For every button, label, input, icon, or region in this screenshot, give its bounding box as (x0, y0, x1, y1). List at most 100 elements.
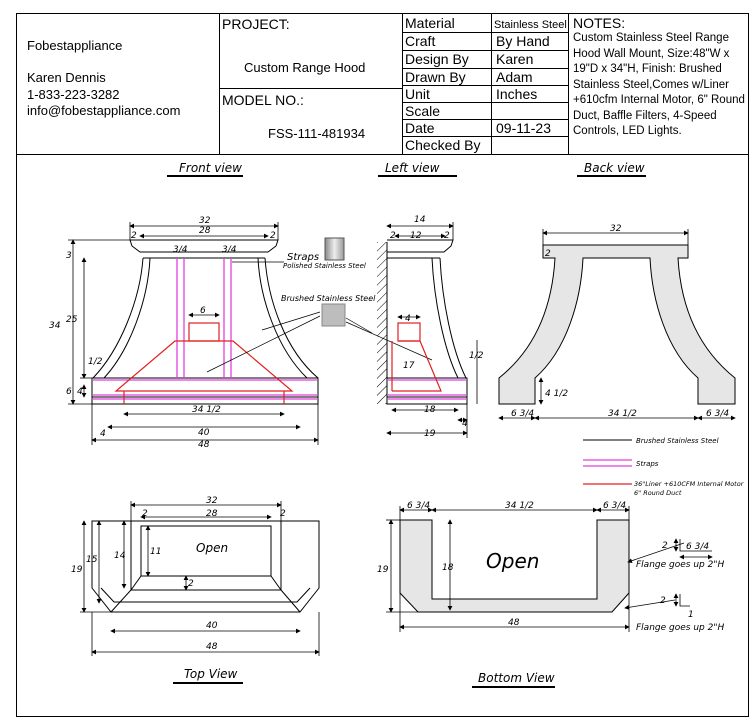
front-dim-34: 34 (49, 321, 61, 331)
left-dim-4: 4 (405, 314, 411, 324)
left-dim-2-left: 2 (390, 231, 396, 241)
flange-dim-634: 6 3/4 (686, 542, 709, 552)
straps-label: Straps (287, 252, 319, 263)
company-name: Fobestappliance (27, 38, 123, 53)
notes-text: Custom Stainless Steel Range Hood Wall M… (573, 32, 745, 137)
title-block-grid (16, 13, 749, 155)
bottom-open-label: Open (486, 549, 539, 573)
design-value: Karen (496, 51, 534, 67)
scale-label: Scale (405, 103, 441, 119)
back-dim-634-right: 6 3/4 (706, 409, 729, 419)
date-label: Date (405, 120, 435, 136)
bottom-view-title: Bottom View (478, 671, 555, 685)
flange-dim-1: 1 (688, 610, 694, 620)
top-dim-32: 32 (206, 496, 218, 506)
front-dim-28: 28 (199, 226, 211, 236)
left-dim-19: 19 (424, 429, 436, 439)
bottom-dim-19: 19 (377, 565, 389, 575)
back-dim-4half: 4 1/2 (545, 389, 568, 399)
left-view: 14 12 2 2 4 17 1/2 18 4 19 (377, 215, 484, 439)
front-dim-25: 25 (66, 315, 78, 325)
back-dim-32: 32 (610, 224, 622, 234)
straps-callout: Straps Polished Stainless Steel Brushed … (206, 237, 433, 373)
brushed-steel-label: Brushed Stainless Steel (281, 294, 376, 303)
brushed-steel-swatch (321, 303, 346, 327)
left-view-title: Left view (385, 161, 440, 175)
bottom-dim-634-left: 6 3/4 (407, 501, 430, 511)
project-value: Custom Range Hood (244, 60, 366, 75)
design-label: Design By (405, 51, 469, 67)
front-view: 32 28 2 2 3/4 3/4 3 34 25 6 1/2 6 4 34 1… (49, 216, 319, 450)
top-dim-2-right: 2 (280, 509, 286, 519)
checked-label: Checked By (405, 137, 481, 153)
flange-label-2: Flange goes up 2"H (636, 623, 724, 633)
left-dim-2-right: 2 (444, 231, 450, 241)
left-dim-4-bottom: 4 (462, 419, 468, 429)
front-dim-strap-left: 3/4 (173, 245, 188, 255)
date-value: 09-11-23 (496, 120, 552, 136)
contact-phone: 1-833-223-3282 (27, 87, 120, 102)
front-dim-32: 32 (199, 216, 211, 226)
drawn-label: Drawn By (405, 69, 466, 85)
bottom-view: 6 3/4 34 1/2 6 3/4 18 19 48 Open 6 3/4 2… (377, 501, 724, 633)
craft-label: Craft (405, 33, 436, 49)
front-dim-6: 6 (66, 387, 72, 397)
left-dim-18: 18 (424, 405, 436, 415)
bottom-dim-18: 18 (442, 563, 454, 573)
front-dim-40: 40 (198, 428, 210, 438)
front-dim-w4: 4 (100, 429, 106, 439)
top-dim-40: 40 (206, 621, 218, 631)
material-label: Material (405, 15, 455, 31)
top-dim-19: 19 (71, 565, 83, 575)
legend-duct: 6" Round Duct (634, 489, 682, 497)
front-dim-3: 3 (66, 251, 72, 261)
notes-label: NOTES: (573, 15, 626, 31)
top-dim-28: 28 (206, 509, 218, 519)
left-dim-12: 12 (410, 231, 422, 241)
model-label: MODEL NO.: (222, 92, 304, 108)
front-dim-48: 48 (198, 440, 210, 450)
top-dim-11: 11 (150, 547, 161, 557)
front-view-title: Front view (179, 161, 242, 175)
legend-brushed: Brushed Stainless Steel (636, 437, 719, 445)
left-dim-17: 17 (403, 361, 415, 371)
front-dim-strap-right: 3/4 (222, 245, 237, 255)
front-dim-4: 4 (77, 387, 83, 397)
front-dim-2-left: 2 (131, 231, 137, 241)
top-dim-14: 14 (114, 551, 126, 561)
drawn-value: Adam (496, 69, 533, 85)
polished-steel-swatch (324, 237, 345, 261)
title-block: Fobestappliance Karen Dennis 1-833-223-3… (16, 13, 749, 155)
back-dim-2: 2 (545, 249, 551, 259)
left-dim-14: 14 (414, 215, 426, 225)
top-dim-2-bottom: 2 (188, 579, 194, 589)
front-dim-2-right: 2 (270, 231, 276, 241)
bottom-dim-634-right: 6 3/4 (603, 501, 626, 511)
back-view-title: Back view (584, 161, 645, 175)
polished-steel-label: Polished Stainless Steel (283, 262, 366, 270)
left-dim-half: 1/2 (469, 351, 484, 361)
legend: Brushed Stainless Steel Straps 36"Liner … (583, 437, 745, 497)
material-value: Stainless Steel (494, 19, 567, 31)
model-value: FSS-111-481934 (268, 126, 366, 141)
top-dim-48: 48 (206, 642, 218, 652)
legend-straps: Straps (636, 460, 659, 468)
contact-name: Karen Dennis (27, 70, 106, 85)
unit-value: Inches (496, 86, 538, 102)
back-view: 32 2 4 1/2 6 3/4 34 1/2 6 3/4 (498, 224, 736, 421)
legend-liner: 36"Liner +610CFM Internal Motor (634, 480, 745, 488)
back-dim-634-left: 6 3/4 (511, 409, 534, 419)
front-dim-liner: 34 1/2 (192, 405, 221, 415)
bottom-dim-48: 48 (508, 618, 520, 628)
flange-dim-2-top: 2 (662, 541, 668, 551)
top-dim-15: 15 (86, 555, 98, 565)
top-view: 32 28 2 2 11 2 14 15 19 40 48 Open (71, 496, 320, 656)
bottom-dim-3412: 34 1/2 (505, 501, 534, 511)
craft-value: By Hand (496, 33, 550, 49)
flange-label-1: Flange goes up 2"H (636, 560, 724, 570)
flange-dim-2-bottom: 2 (660, 596, 666, 606)
back-dim-3412: 34 1/2 (608, 409, 637, 419)
top-view-title: Top View (184, 667, 238, 681)
project-label: PROJECT: (222, 16, 290, 32)
